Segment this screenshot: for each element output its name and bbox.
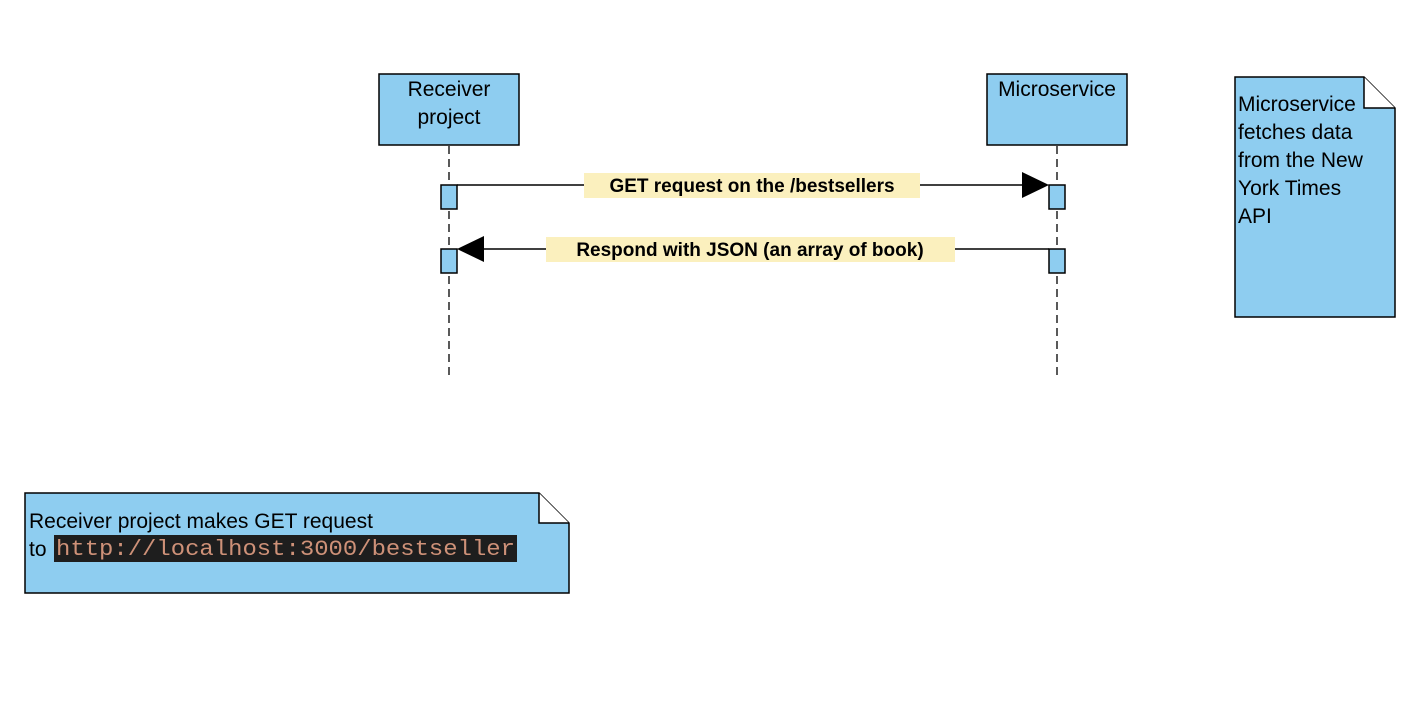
receiver-project-box — [378, 73, 520, 146]
message-json-response-label-bg — [546, 237, 955, 262]
message-get-request-label: GET request on the /bestsellers — [609, 176, 894, 197]
microservice-box — [986, 73, 1128, 146]
note-receiver-line-2-prefix: to — [29, 538, 47, 561]
message-get-request[interactable]: GET request on the /bestsellers — [457, 172, 1049, 198]
note-receiver[interactable]: Receiver project makes GET request to ht… — [24, 492, 570, 594]
note-microservice-line-4: York Times — [1238, 177, 1341, 200]
note-microservice-line-1: Microservice — [1238, 93, 1356, 116]
microservice-activation-2 — [1048, 248, 1066, 274]
receiver-project-label-line1: Receiver — [408, 78, 491, 101]
participant-microservice[interactable]: Microservice — [986, 73, 1128, 146]
message-get-request-label-bg — [584, 173, 920, 198]
receiver-activation-1 — [440, 184, 458, 210]
message-json-response-label: Respond with JSON (an array of book) — [576, 240, 923, 261]
arrowhead-left-icon — [457, 236, 484, 262]
microservice-activation-1 — [1048, 184, 1066, 210]
arrowhead-right-icon — [1022, 172, 1049, 198]
note-microservice[interactable]: Microservice fetches data from the New Y… — [1234, 76, 1396, 318]
note-receiver-code-bg — [54, 535, 517, 562]
receiver-activation-2 — [440, 248, 458, 274]
note-microservice-line-5: API — [1238, 205, 1272, 228]
note-microservice-line-3: from the New — [1238, 149, 1364, 172]
receiver-project-label-line2: project — [417, 106, 480, 129]
note-receiver-line-1: Receiver project makes GET request — [29, 510, 373, 533]
note-receiver-fold — [538, 493, 569, 524]
note-receiver-code-url: http://localhost:3000/bestseller — [56, 537, 515, 562]
note-microservice-shape — [1234, 76, 1396, 318]
microservice-label: Microservice — [998, 78, 1116, 101]
participant-receiver-project[interactable]: Receiver project — [378, 73, 520, 146]
message-json-response[interactable]: Respond with JSON (an array of book) — [457, 236, 1049, 262]
note-microservice-line-2: fetches data — [1238, 121, 1353, 144]
note-microservice-fold — [1363, 77, 1395, 109]
